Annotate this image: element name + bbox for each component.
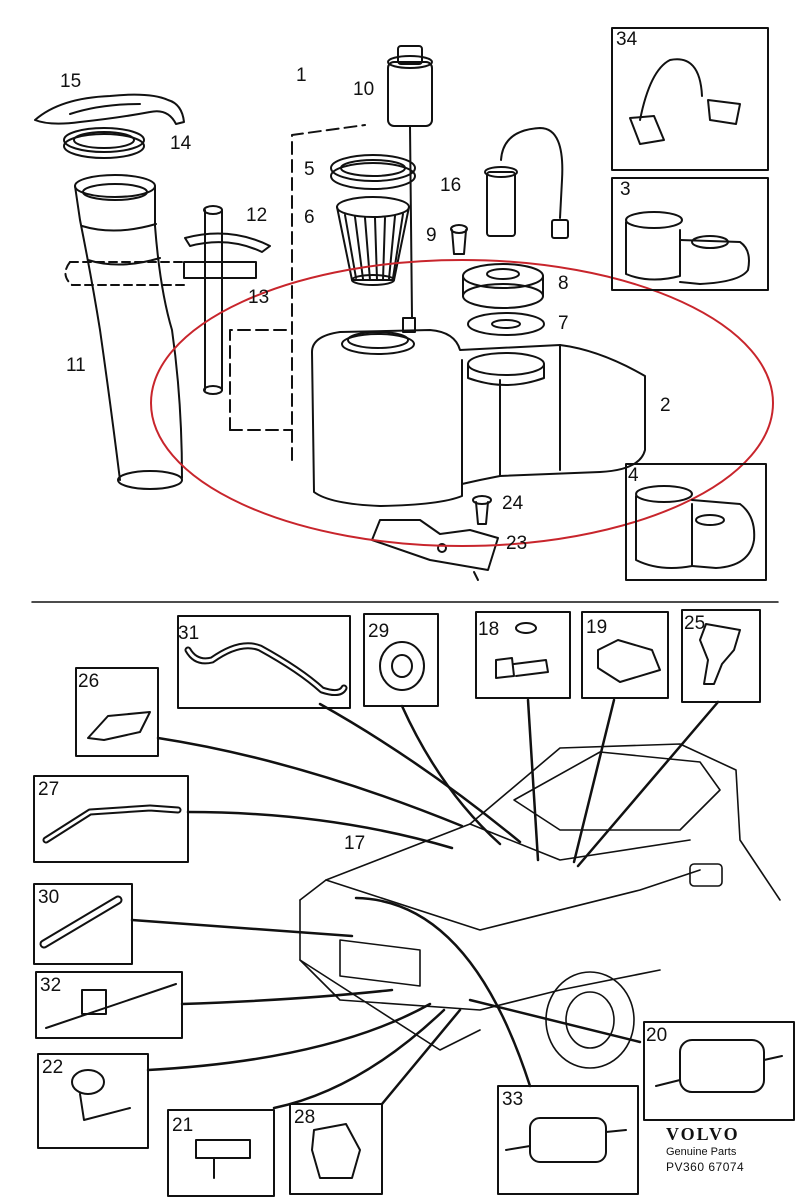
callout-21: 21: [172, 1115, 194, 1136]
callout-15: 15: [60, 71, 82, 92]
inset-box-33: [497, 1085, 639, 1195]
inset-box-31: [177, 615, 351, 709]
callout-18: 18: [478, 619, 500, 640]
leader-lines: [130, 698, 720, 1110]
callout-20: 20: [646, 1025, 668, 1046]
callout-7: 7: [558, 313, 569, 334]
hose-clamp-icon: [64, 232, 271, 286]
filler-tube-icon: [74, 174, 183, 490]
callout-2: 2: [660, 395, 671, 416]
callout-34: 34: [616, 29, 638, 50]
callout-24: 24: [502, 493, 524, 514]
inset-box-3: [611, 177, 769, 291]
car-icon: [299, 743, 781, 1069]
callout-4: 4: [628, 465, 639, 486]
brand-tagline: Genuine Parts: [666, 1146, 737, 1158]
inset-box-27: [33, 775, 189, 863]
inset-box-20: [643, 1021, 795, 1121]
callout-6: 6: [304, 207, 315, 228]
callout-25: 25: [684, 613, 706, 634]
inset-box-21: [167, 1109, 275, 1197]
inset-box-30: [33, 883, 133, 965]
hose-icon: [203, 205, 223, 395]
highlight-ellipse: [150, 259, 774, 547]
inset-box-22: [37, 1053, 149, 1149]
inset-box-34: [611, 27, 769, 171]
callout-30: 30: [38, 887, 60, 908]
callout-3: 3: [620, 179, 631, 200]
assembly-bracket: [291, 124, 366, 461]
callout-11: 11: [66, 355, 86, 376]
callout-31: 31: [178, 623, 200, 644]
callout-26: 26: [78, 671, 100, 692]
bolt-icon: [472, 495, 492, 525]
inset-box-26: [75, 667, 159, 757]
callout-14: 14: [170, 133, 192, 154]
inset-box-28: [289, 1103, 383, 1195]
callout-29: 29: [368, 621, 390, 642]
inset-box-18: [475, 611, 571, 699]
callout-17: 17: [344, 833, 366, 854]
inset-box-19: [581, 611, 669, 699]
callout-16: 16: [440, 175, 462, 196]
callout-10: 10: [353, 79, 375, 100]
callout-5: 5: [304, 159, 315, 180]
brand-logo: VOLVO: [666, 1124, 740, 1144]
callout-33: 33: [502, 1089, 524, 1110]
inset-box-25: [681, 609, 761, 703]
diagram-code: PV360 67074: [666, 1160, 745, 1174]
callout-8: 8: [558, 273, 569, 294]
filler-cap-icon: [34, 93, 185, 125]
level-sensor-icon: [484, 127, 569, 239]
callout-1: 1: [296, 65, 307, 86]
screw-icon: [450, 224, 468, 255]
callout-9: 9: [426, 225, 437, 246]
ring-icon: [330, 154, 416, 190]
seal-ring-icon: [63, 127, 145, 159]
bracket-icon: [371, 519, 499, 581]
strainer-icon: [336, 196, 410, 286]
callout-32: 32: [40, 975, 62, 996]
inset-box-4: [625, 463, 767, 581]
washer-pump-icon: [387, 45, 433, 127]
callout-23: 23: [506, 533, 528, 554]
callout-13: 13: [248, 287, 270, 308]
callout-28: 28: [294, 1107, 316, 1128]
nut-icon: [462, 263, 544, 309]
callout-27: 27: [38, 779, 60, 800]
callout-22: 22: [42, 1057, 64, 1078]
callout-12: 12: [246, 205, 268, 226]
callout-19: 19: [586, 617, 608, 638]
washer-icon: [467, 312, 545, 336]
reservoir-icon: [311, 125, 646, 507]
